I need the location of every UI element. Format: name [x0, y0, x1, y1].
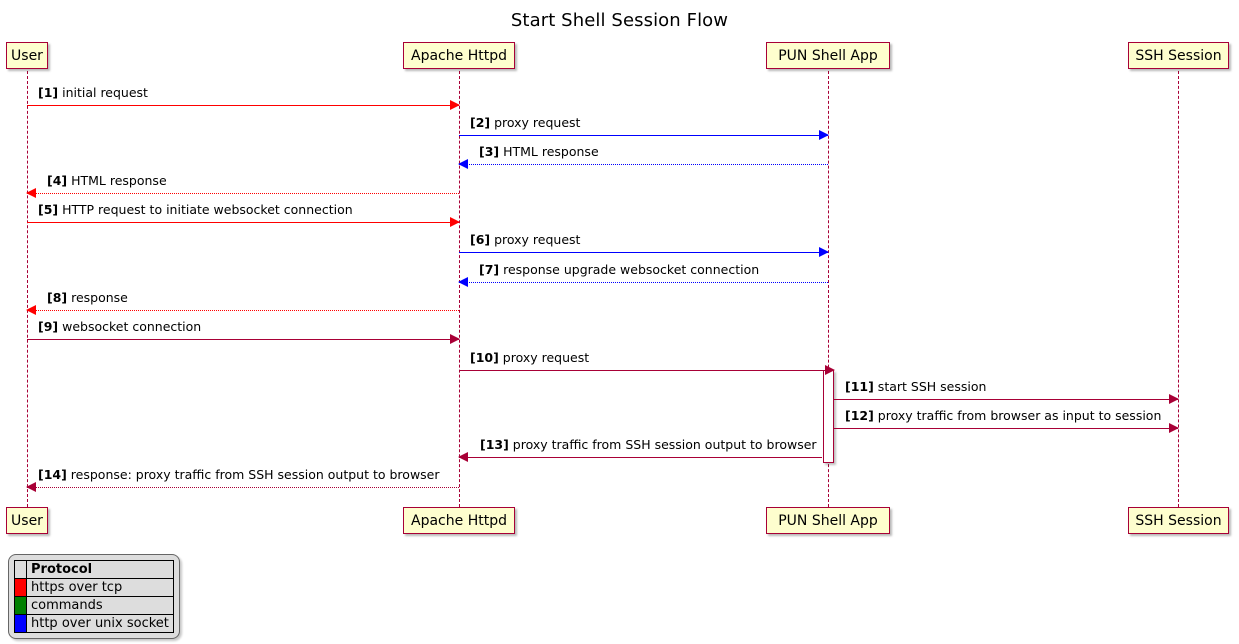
arrow-line [27, 487, 459, 488]
message-number: [2] [470, 115, 491, 130]
arrow-line [27, 105, 459, 106]
legend-header-swatch [14, 560, 27, 579]
arrow-line [834, 399, 1178, 400]
legend-swatch-0 [14, 578, 27, 597]
message-number: [13] [480, 437, 509, 452]
arrow-head-icon [458, 158, 468, 169]
message-label-14: [14] response: proxy traffic from SSH se… [38, 467, 440, 482]
arrow-head-icon [26, 481, 36, 492]
message-label-7: [7] response upgrade websocket connectio… [479, 262, 760, 277]
arrow-head-icon [819, 246, 829, 257]
arrow-head-icon [450, 216, 460, 227]
message-label-13: [13] proxy traffic from SSH session outp… [480, 437, 817, 452]
message-number: [4] [47, 173, 68, 188]
legend-label-1: commands [26, 596, 174, 615]
message-label-6: [6] proxy request [470, 232, 581, 247]
message-label-1: [1] initial request [38, 85, 148, 100]
arrow-line [27, 222, 459, 223]
message-label-12: [12] proxy traffic from browser as input… [845, 408, 1162, 423]
message-number: [9] [38, 319, 59, 334]
message-label-3: [3] HTML response [479, 144, 599, 159]
legend-label-2: http over unix socket [26, 614, 174, 633]
message-label-11: [11] start SSH session [845, 379, 987, 394]
lifeline-user [27, 71, 28, 507]
message-number: [5] [38, 202, 59, 217]
arrow-head-icon [458, 276, 468, 287]
message-label-10: [10] proxy request [470, 350, 590, 365]
activation-bar-pun [823, 370, 834, 463]
legend-row: http over unix socket [14, 614, 174, 633]
arrow-head-icon [819, 129, 829, 140]
legend-row: https over tcp [14, 578, 174, 597]
legend-row: commands [14, 596, 174, 615]
arrow-line [459, 135, 828, 136]
participant-httpd-bottom[interactable]: Apache Httpd [403, 507, 515, 534]
participant-ssh-top[interactable]: SSH Session [1128, 42, 1229, 69]
arrow-line [27, 310, 459, 311]
legend-label-0: https over tcp [26, 578, 174, 597]
message-number: [11] [845, 379, 874, 394]
arrow-head-icon [825, 364, 835, 375]
arrow-head-icon [450, 333, 460, 344]
arrow-line [459, 282, 828, 283]
participant-user-top[interactable]: User [6, 42, 48, 69]
message-number: [12] [845, 408, 874, 423]
lifeline-pun [828, 71, 829, 507]
lifeline-httpd [459, 71, 460, 507]
arrow-head-icon [1169, 422, 1179, 433]
message-label-9: [9] websocket connection [38, 319, 202, 334]
message-number: [1] [38, 85, 59, 100]
message-label-5: [5] HTTP request to initiate websocket c… [38, 202, 353, 217]
message-number: [6] [470, 232, 491, 247]
arrow-head-icon [450, 99, 460, 110]
message-number: [7] [479, 262, 500, 277]
legend-header-label: Protocol [26, 560, 174, 579]
arrow-head-icon [458, 451, 468, 462]
participant-httpd-top[interactable]: Apache Httpd [403, 42, 515, 69]
message-number: [8] [47, 290, 68, 305]
arrow-head-icon [26, 304, 36, 315]
arrow-line [27, 193, 459, 194]
legend-swatch-1 [14, 596, 27, 615]
participant-pun-top[interactable]: PUN Shell App [766, 42, 890, 69]
participant-user-bottom[interactable]: User [6, 507, 48, 534]
legend-header-row: Protocol [14, 560, 174, 579]
arrow-line [459, 252, 828, 253]
arrow-head-icon [26, 187, 36, 198]
arrow-line [459, 164, 828, 165]
participant-ssh-bottom[interactable]: SSH Session [1128, 507, 1229, 534]
message-number: [14] [38, 467, 67, 482]
arrow-line [834, 428, 1178, 429]
message-number: [3] [479, 144, 500, 159]
message-label-8: [8] response [47, 290, 128, 305]
message-label-4: [4] HTML response [47, 173, 167, 188]
participant-pun-bottom[interactable]: PUN Shell App [766, 507, 890, 534]
arrow-line [459, 370, 834, 371]
message-label-2: [2] proxy request [470, 115, 581, 130]
arrow-line [27, 339, 459, 340]
lifeline-ssh [1178, 71, 1179, 507]
arrow-head-icon [1169, 393, 1179, 404]
message-number: [10] [470, 350, 499, 365]
legend-swatch-2 [14, 614, 27, 633]
page-title: Start Shell Session Flow [510, 10, 729, 31]
arrow-line [459, 457, 822, 458]
